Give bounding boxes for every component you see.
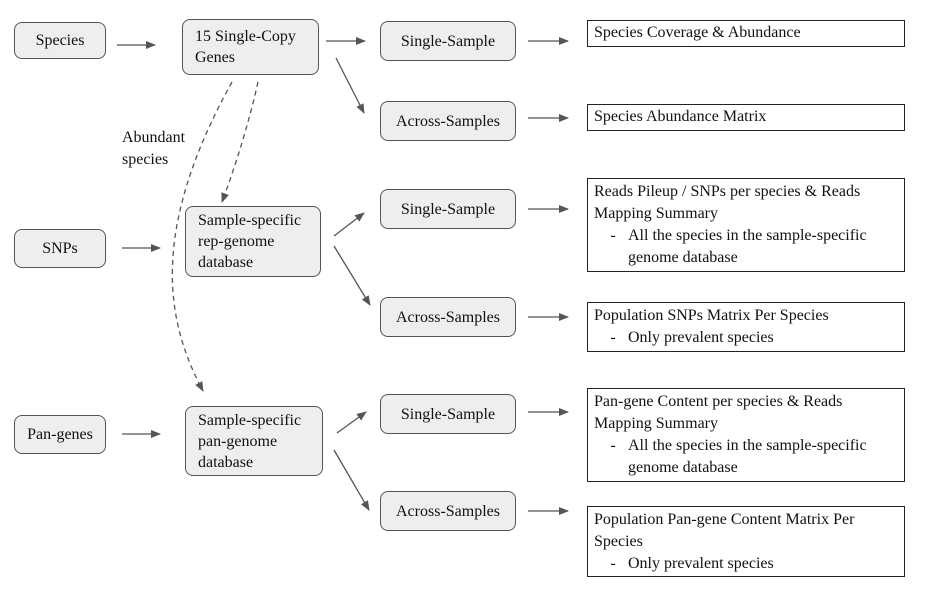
species-across-samples-node: Across-Samples <box>380 101 516 141</box>
output-title: Population Pan-gene Content Matrix Per S… <box>594 511 855 550</box>
arrow-pandb-to-single <box>336 411 367 434</box>
single-copy-genes-label: 15 Single-Copy Genes <box>195 28 296 66</box>
species-single-sample-label: Single-Sample <box>400 32 496 50</box>
pan-genome-db-node: Sample-specific pan-genome database <box>185 406 323 476</box>
species-node: Species <box>14 22 106 59</box>
output-pangene-matrix: Population Pan-gene Content Matrix Per S… <box>587 506 905 577</box>
arrow-repdb-to-across <box>333 245 371 306</box>
species-label: Species <box>35 32 85 49</box>
snps-single-sample-label: Single-Sample <box>400 200 496 218</box>
output-snps-matrix: Population SNPs Matrix Per Species - Onl… <box>587 302 905 352</box>
output-title: Reads Pileup / SNPs per species & Reads … <box>594 183 861 222</box>
bullet-text: All the species in the sample-specific g… <box>628 437 867 476</box>
pangenes-node: Pan-genes <box>14 415 106 454</box>
snps-across-samples-node: Across-Samples <box>380 297 516 337</box>
pan-genome-db-label: Sample-specific pan-genome database <box>198 411 302 471</box>
output-snps-pileup: Reads Pileup / SNPs per species & Reads … <box>587 178 905 272</box>
pangenes-single-sample-node: Single-Sample <box>380 394 516 434</box>
output-pangene-content: Pan-gene Content per species & Reads Map… <box>587 388 905 482</box>
bullet-text: Only prevalent species <box>628 555 774 572</box>
snps-across-samples-label: Across-Samples <box>396 308 500 326</box>
snps-node: SNPs <box>14 229 106 268</box>
single-copy-genes-node: 15 Single-Copy Genes <box>182 19 319 75</box>
output-bullet: - Only prevalent species <box>594 327 898 349</box>
output-species-abundance-matrix: Species Abundance Matrix <box>587 104 905 131</box>
bullet-dash: - <box>610 329 616 346</box>
species-single-sample-node: Single-Sample <box>380 21 516 61</box>
pangenes-single-sample-label: Single-Sample <box>400 405 496 423</box>
output-bullet: - Only prevalent species <box>594 553 898 575</box>
output-title: Population SNPs Matrix Per Species <box>594 307 829 324</box>
output-species-coverage: Species Coverage & Abundance <box>587 20 905 47</box>
pangenes-label: Pan-genes <box>27 426 93 443</box>
output-bullet: - All the species in the sample-specific… <box>594 435 898 479</box>
output-title: Pan-gene Content per species & Reads Map… <box>594 393 843 432</box>
arrow-genes-to-across <box>335 57 365 114</box>
output-bullet: - All the species in the sample-specific… <box>594 225 898 269</box>
dashed-arrow-genes-to-repdb <box>221 81 259 203</box>
snps-label: SNPs <box>42 240 78 257</box>
pangenes-across-samples-label: Across-Samples <box>396 502 500 520</box>
bullet-text: Only prevalent species <box>628 329 774 346</box>
output-title: Species Abundance Matrix <box>594 108 767 125</box>
arrow-pandb-to-across <box>333 449 370 511</box>
rep-genome-db-node: Sample-specific rep-genome database <box>185 206 321 277</box>
bullet-text: All the species in the sample-specific g… <box>628 227 867 266</box>
output-title: Species Coverage & Abundance <box>594 24 801 41</box>
species-across-samples-label: Across-Samples <box>396 112 500 130</box>
bullet-dash: - <box>610 227 616 244</box>
bullet-dash: - <box>610 437 616 454</box>
snps-single-sample-node: Single-Sample <box>380 189 516 229</box>
bullet-dash: - <box>610 555 616 572</box>
rep-genome-db-label: Sample-specific rep-genome database <box>198 212 302 271</box>
arrow-repdb-to-single <box>333 212 365 237</box>
abundant-species-label: Abundant species <box>122 129 186 168</box>
pangenes-across-samples-node: Across-Samples <box>380 491 516 531</box>
